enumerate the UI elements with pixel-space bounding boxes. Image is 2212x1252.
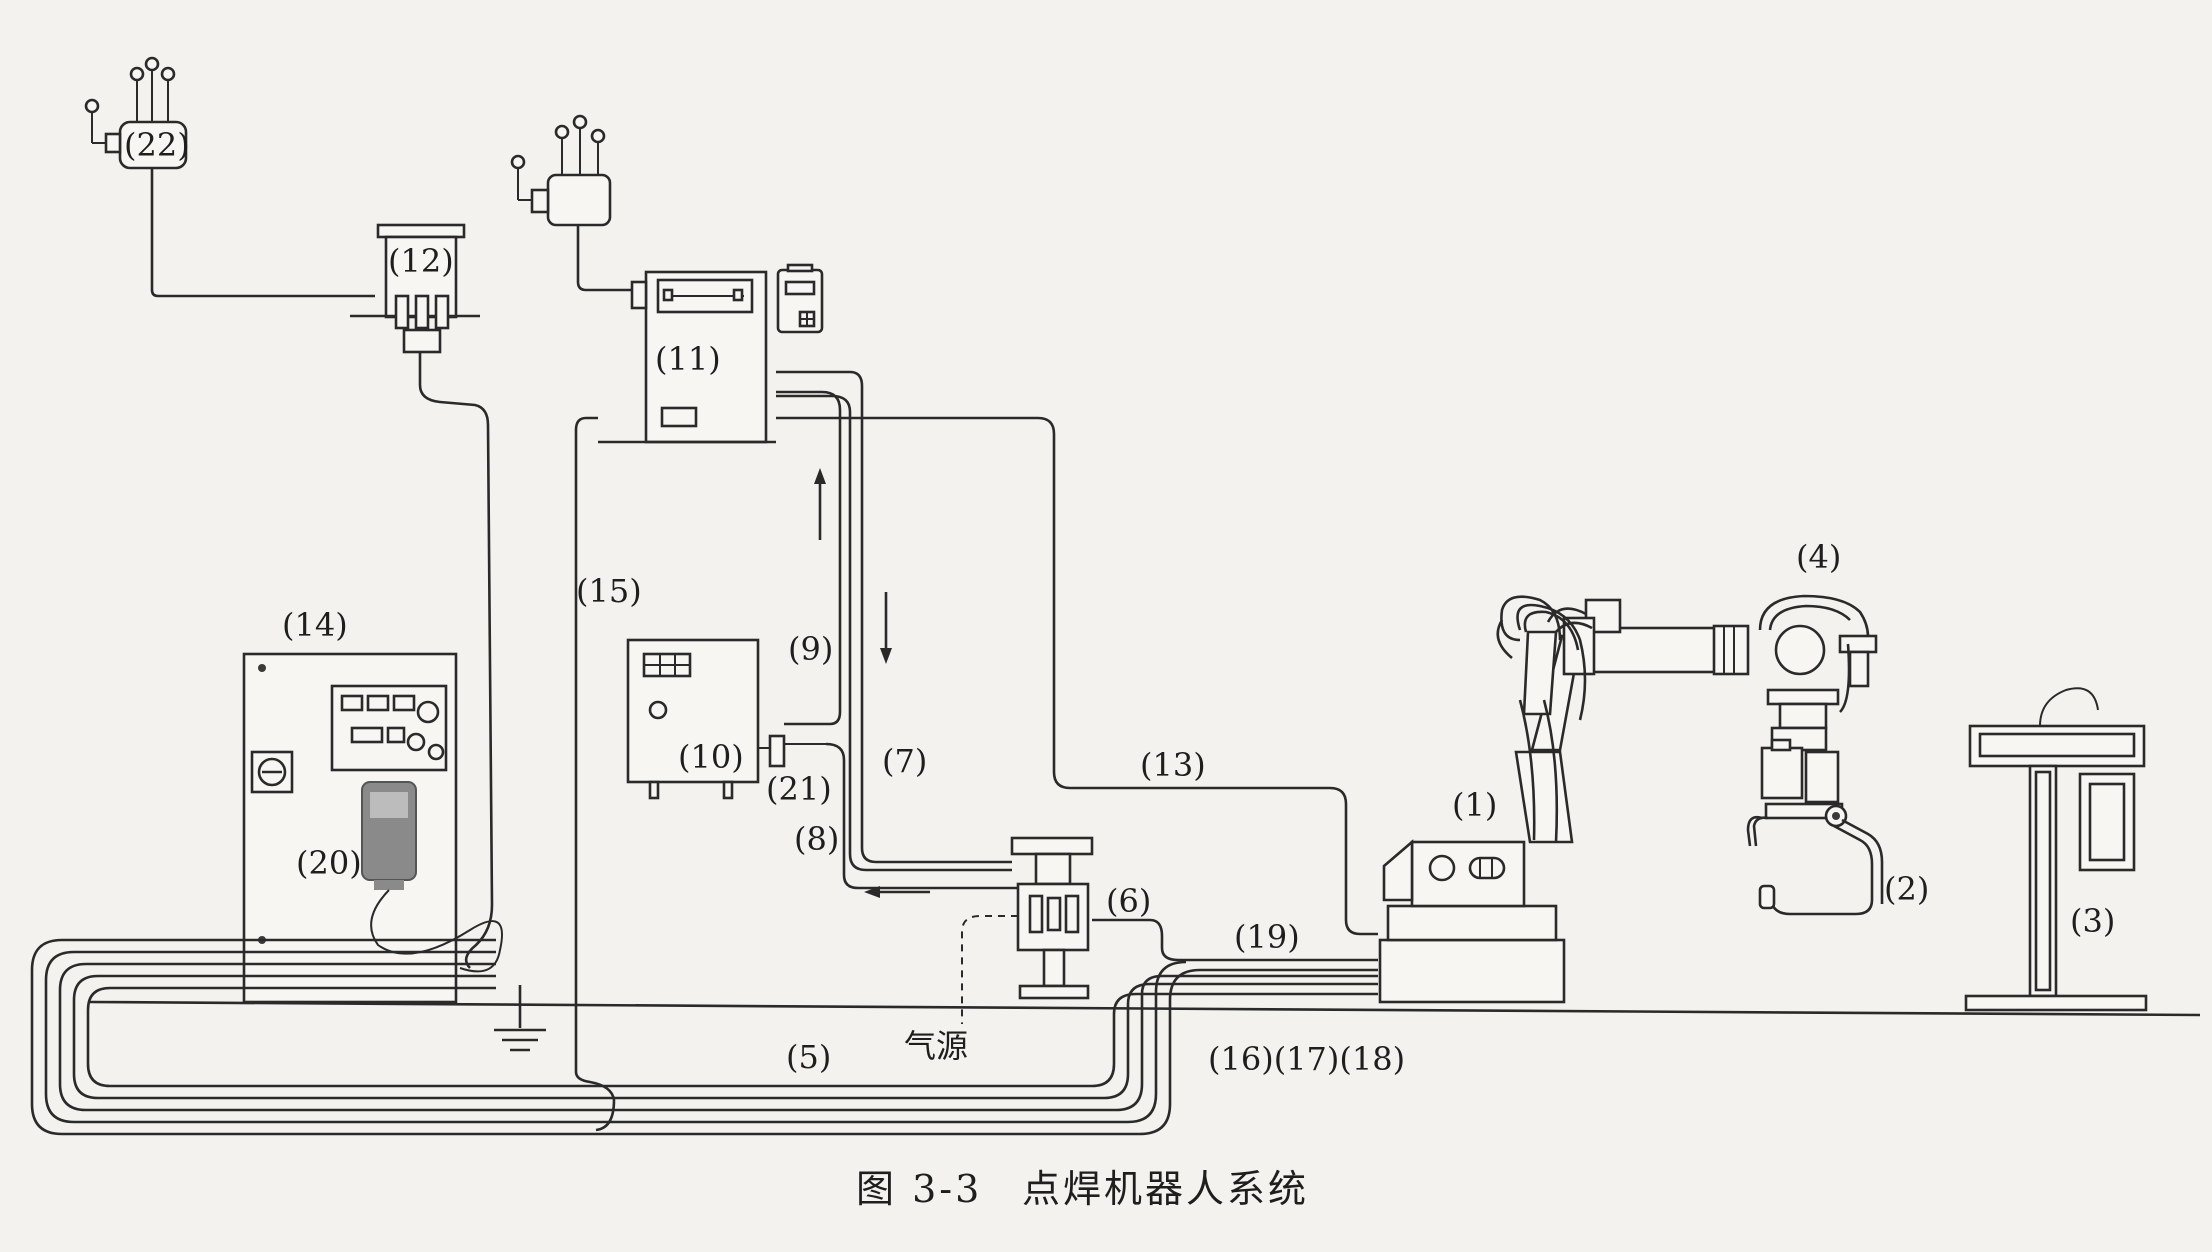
label-4: (4) [1796, 538, 1841, 576]
label-16-17-18: (16)(17)(18) [1208, 1040, 1405, 1078]
flow-arrow-up [814, 468, 826, 540]
label-8: (8) [794, 820, 839, 858]
welding-controller-14 [242, 652, 503, 1004]
label-10: (10) [678, 738, 744, 776]
label-7: (7) [882, 742, 927, 780]
label-6: (6) [1106, 882, 1151, 920]
robot-controller-11 [598, 263, 824, 444]
breaker-12 [350, 223, 494, 969]
label-2: (2) [1884, 870, 1929, 908]
flow-arrow-left [864, 886, 930, 898]
label-21: (21) [766, 770, 832, 808]
air-source-label: 气源 [904, 1027, 968, 1065]
ground-symbol [494, 985, 546, 1052]
spot-gun-2 [1746, 688, 1884, 916]
label-1: (1) [1452, 786, 1497, 824]
label-11: (11) [655, 340, 721, 378]
label-22: (22) [124, 126, 190, 164]
label-5: (5) [786, 1038, 831, 1076]
device-22 [84, 56, 375, 298]
cable-bundle-5 [30, 938, 1378, 1136]
label-19: (19) [1234, 918, 1300, 956]
figure-caption-number: 图 3-3 [856, 1167, 982, 1211]
robot-1 [1378, 595, 1750, 1004]
label-12: (12) [388, 242, 454, 280]
valve-unit-6 [961, 836, 1378, 1024]
figure-caption-title: 点焊机器人系统 [1022, 1167, 1309, 1211]
label-3: (3) [2070, 902, 2115, 940]
label-15: (15) [576, 572, 642, 610]
gun-stand-3 [1964, 687, 2148, 1012]
cooler-10 [626, 638, 826, 800]
label-9: (9) [788, 630, 833, 668]
wrist-4 [1758, 594, 1878, 713]
label-14: (14) [282, 606, 348, 644]
label-13: (13) [1140, 746, 1206, 784]
flow-arrow-down [880, 592, 892, 664]
label-20: (20) [296, 844, 362, 882]
floor-line [89, 1000, 2201, 1017]
air-pressure-unit [510, 114, 632, 292]
